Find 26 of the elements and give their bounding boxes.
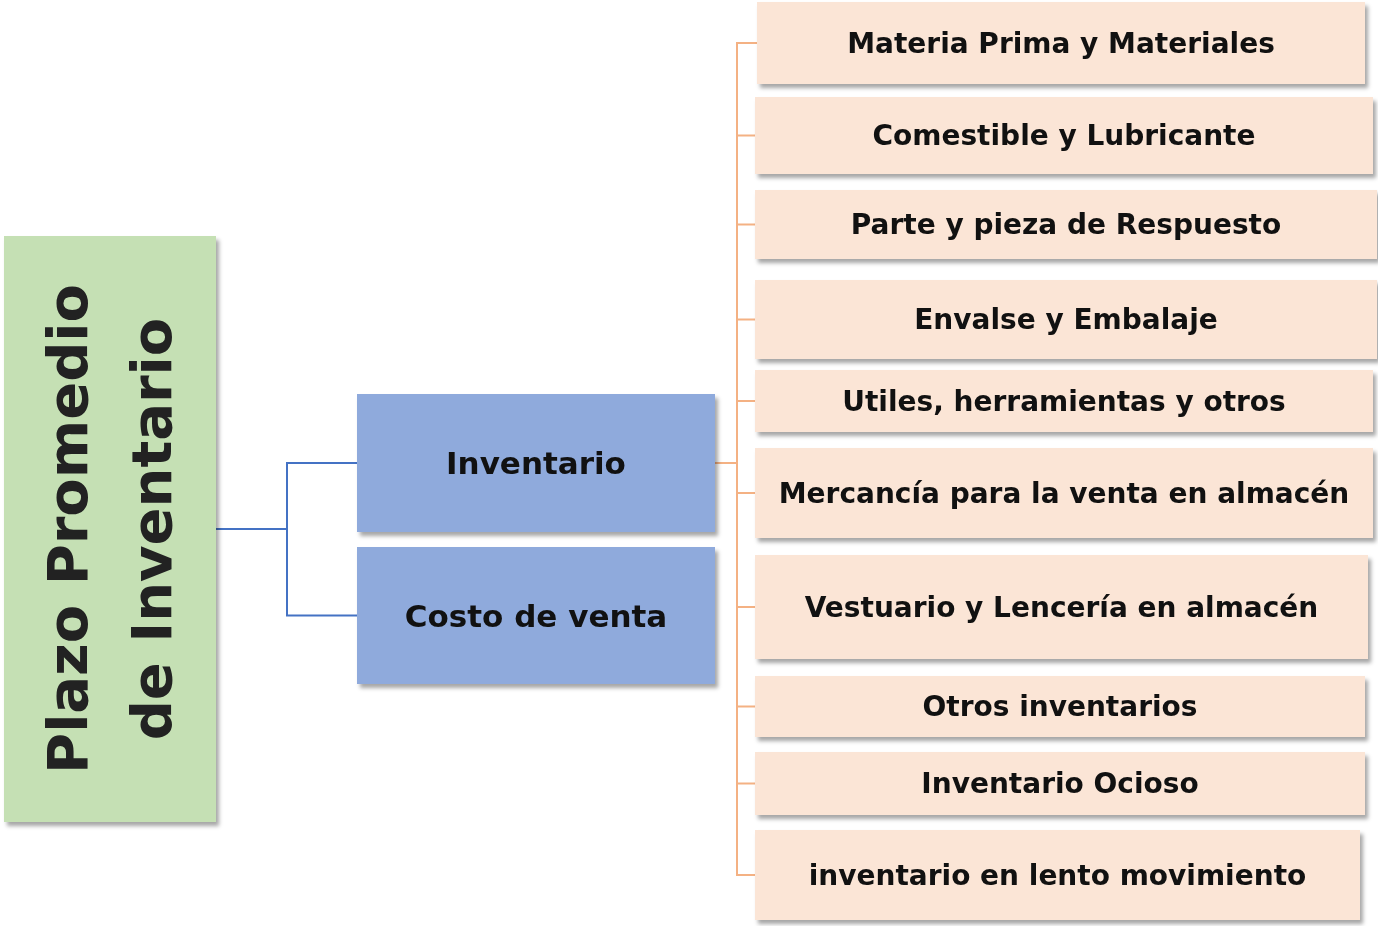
item-box bbox=[755, 370, 1373, 432]
node-label: Comestible y Lubricante bbox=[871, 119, 1257, 152]
item-box bbox=[755, 555, 1368, 659]
title-box bbox=[4, 236, 216, 822]
item-box bbox=[757, 2, 1365, 84]
node-label: Vestuario y Lencería en almacén bbox=[803, 590, 1320, 624]
item-box bbox=[755, 752, 1365, 815]
category-box bbox=[357, 547, 715, 684]
item-box bbox=[755, 190, 1377, 259]
node-label: Inventario Ocioso bbox=[920, 767, 1200, 800]
item-box bbox=[755, 676, 1365, 737]
node-label: Parte y pieza de Respuesto bbox=[849, 208, 1283, 241]
node-label: inventario en lento movimiento bbox=[807, 858, 1308, 892]
item-box bbox=[755, 97, 1373, 174]
node-label: Otros inventarios bbox=[921, 690, 1199, 723]
node-label: Inventario bbox=[445, 445, 627, 481]
item-box bbox=[755, 830, 1360, 920]
node-label: Materia Prima y Materiales bbox=[846, 26, 1276, 60]
category-box bbox=[357, 394, 715, 532]
node-label: Mercancía para la venta en almacén bbox=[777, 476, 1351, 510]
node-label: Utiles, herramientas y otros bbox=[841, 384, 1287, 418]
node-label: Costo de venta bbox=[403, 597, 669, 634]
item-box bbox=[755, 280, 1377, 359]
item-box bbox=[755, 448, 1373, 538]
node-label: Envalse y Embalaje bbox=[913, 303, 1219, 336]
node-label: Plazo Promedio de Inventario bbox=[34, 283, 185, 776]
